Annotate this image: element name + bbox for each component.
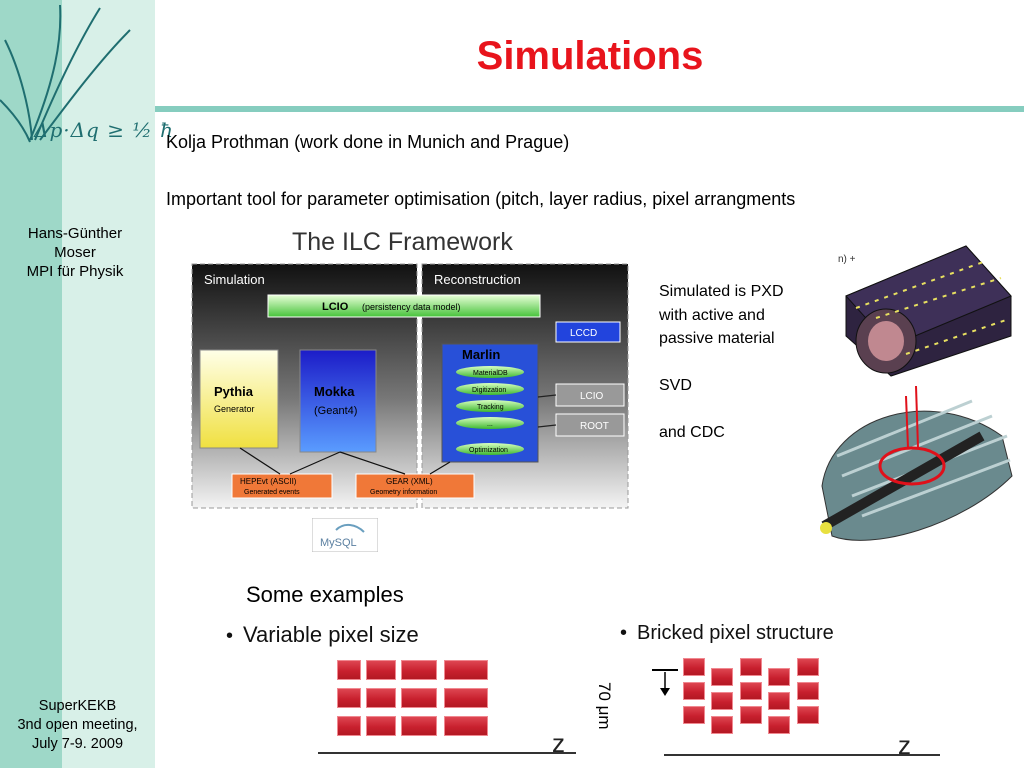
pixel (444, 716, 488, 736)
bullet-bricked-pixel: •Bricked pixel structure (620, 622, 834, 644)
pixel (797, 706, 819, 724)
pixel (768, 716, 790, 734)
pixel (337, 688, 361, 708)
caption-line (659, 398, 784, 422)
corner-fragment: n) + (838, 254, 856, 265)
meeting-line: SuperKEKB (38, 698, 117, 714)
pixel (740, 658, 762, 676)
lcio-top-sub: (persistency data model) (362, 302, 461, 312)
mokka-sub: (Geant4) (314, 405, 357, 417)
detector-caption: Simulated is PXD with active and passive… (659, 280, 784, 445)
body-line-1: Kolja Prothman (work done in Munich and … (166, 132, 570, 152)
bullet-text: Bricked pixel structure (637, 622, 834, 644)
pixel (444, 688, 488, 708)
rec-header: Reconstruction (434, 272, 521, 287)
pythia-label: Pythia (214, 384, 254, 399)
pixel (337, 660, 361, 680)
author-line: MPI für Physik (26, 263, 124, 280)
pixel (683, 682, 705, 700)
svd-detector-image (820, 385, 1013, 541)
pixel (711, 692, 733, 710)
marlin-item: ... (487, 421, 493, 428)
pixel (797, 682, 819, 700)
pixel (711, 668, 733, 686)
author-line: Hans-Günther (27, 225, 123, 242)
caption-line: and CDC (659, 424, 725, 441)
lcio-top-label: LCIO (322, 301, 349, 313)
title-rule (155, 106, 1024, 112)
pixel (366, 688, 396, 708)
caption-line: with active and (659, 306, 765, 324)
gear-label: GEAR (XML) (386, 477, 433, 486)
marlin-item: MaterialDB (473, 370, 508, 377)
meeting-line: July 7-9. 2009 (31, 736, 124, 752)
pxd-detector-image (845, 245, 1012, 377)
z-axis-left (318, 752, 576, 754)
pixel (683, 658, 705, 676)
slide-title: Simulations (476, 34, 704, 78)
pixel (366, 716, 396, 736)
author-block: Hans-Günther Moser MPI für Physik (0, 224, 150, 281)
lccd-label: LCCD (570, 328, 597, 339)
caption-line: Simulated is PXD (659, 283, 784, 300)
bullet-variable-pixel: •Variable pixel size (226, 622, 419, 647)
pixel (401, 716, 437, 736)
hepevt-sub: Generated events (244, 489, 300, 496)
body-line-2: Important tool for parameter optimisatio… (166, 189, 796, 209)
examples-heading: Some examples (246, 582, 404, 607)
pixel (401, 688, 437, 708)
meeting-block: SuperKEKB 3nd open meeting, July 7-9. 20… (0, 697, 155, 754)
root-label: ROOT (580, 421, 609, 432)
caption-line: SVD (659, 377, 692, 394)
mysql-logo: MySQL (312, 518, 378, 552)
z-axis-right (664, 754, 940, 756)
mysql-label: MySQL (320, 537, 357, 549)
pixel (711, 716, 733, 734)
marlin-label: Marlin (462, 347, 500, 362)
caption-line: passive material (659, 330, 775, 347)
z-label-left: z (552, 728, 565, 758)
marlin-item: Optimization (469, 447, 508, 454)
pixel (366, 660, 396, 680)
bullet-text: Variable pixel size (243, 622, 419, 647)
pixel (797, 658, 819, 676)
dimension-arrow-icon (652, 669, 678, 696)
pixel (740, 682, 762, 700)
pixel (337, 716, 361, 736)
lcio-right-label: LCIO (580, 391, 604, 402)
pixel-pitch-label: 70 μm (595, 682, 614, 730)
gear-sub: Geometry information (370, 489, 437, 496)
z-label-right: z (898, 730, 911, 760)
pixel (768, 692, 790, 710)
author-line: Moser (54, 244, 96, 261)
framework-title: The ILC Framework (292, 228, 513, 256)
pixel (768, 668, 790, 686)
caption-line (659, 351, 784, 375)
mokka-label: Mokka (314, 384, 355, 399)
marlin-item: Digitization (472, 387, 506, 394)
sidebar (0, 0, 155, 768)
pixel (683, 706, 705, 724)
institute-logo (0, 4, 131, 143)
pixel (740, 706, 762, 724)
pythia-sub: Generator (214, 404, 255, 414)
marlin-item: Tracking (477, 404, 504, 411)
logo-formula: Δp·Δq ≥ ½ ħ (34, 118, 174, 142)
pixel (401, 660, 437, 680)
sim-header: Simulation (204, 272, 265, 287)
ilc-framework-diagram: Simulation Reconstruction LCIO (persiste… (191, 263, 629, 509)
pixel (444, 660, 488, 680)
hepevt-label: HEPEvt (ASCII) (240, 477, 297, 486)
meeting-line: 3nd open meeting, (17, 717, 138, 733)
